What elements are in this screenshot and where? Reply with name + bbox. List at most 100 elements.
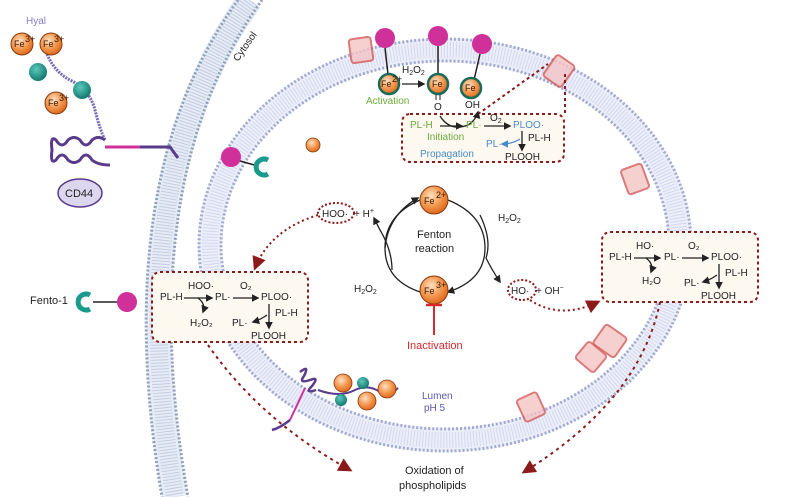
lumen-label-1: Lumen [422,391,453,402]
initiation-label: Initiation [427,132,464,143]
pl-radical-regen: PL· [486,139,502,150]
svg-text:PL·: PL· [664,252,680,263]
svg-text:+ OH−: + OH− [536,285,564,297]
svg-text:PLOO·: PLOO· [261,292,292,303]
membrane-anchor-icon [472,34,492,54]
svg-text:PLOOH: PLOOH [251,331,286,342]
initiation-propagation-box: PL-H PL· O2 PLOO· PL-H PL· PLOOH Initiat… [401,63,566,163]
svg-text:3+: 3+ [436,280,446,290]
svg-text:Fe: Fe [48,98,59,108]
iron-bead [377,379,397,399]
chelator-icon [253,156,270,178]
svg-text:PLOO·: PLOO· [711,252,742,263]
h2o2-right-label: H2O2 [498,213,521,225]
svg-text:Fe: Fe [424,286,435,296]
svg-text:PL·: PL· [215,292,231,303]
iron-fe3-bead: Fe 3+ [39,32,64,56]
h2o2-left-label: H2O2 [354,284,377,296]
svg-text:H₂O: H₂O [642,276,661,287]
svg-text:Fe: Fe [43,39,54,49]
cd44-label: CD44 [65,188,93,200]
iron-bead [333,373,353,393]
fe-hydroxo-icon: Fe [459,76,483,100]
teal-bead [73,81,91,99]
inactivation-label: Inactivation [407,340,463,352]
svg-text:3+: 3+ [25,34,35,44]
svg-text:PL·: PL· [232,318,248,329]
plasma-membrane [144,0,264,497]
iron-bead [357,391,377,411]
o2-label: O2 [490,113,502,125]
svg-text:2+: 2+ [392,74,402,84]
svg-text:Fe: Fe [14,39,25,49]
svg-text:O₂: O₂ [240,281,252,292]
teal-bead [29,63,47,81]
svg-text:Fe: Fe [381,79,392,89]
fento1-chelator-icon [75,291,92,313]
svg-text:PLOOH: PLOOH [701,291,736,302]
membrane-anchor-icon [117,292,137,312]
teal-bead [335,394,347,406]
svg-text:H₂O₂: H₂O₂ [190,318,213,329]
svg-text:3+: 3+ [54,34,64,44]
fenton-label-2: reaction [415,243,454,255]
svg-text:HOO·: HOO· [322,209,348,220]
pl-radical: PL· [466,120,482,131]
h2o2-label: H2O2 [402,65,425,77]
lumen-label-2: pH 5 [424,403,446,414]
fe-oxo-icon: Fe [426,72,450,96]
ploo-radical: PLOO· [513,120,544,131]
ho-radical-group: HO· + OH− [507,279,601,314]
svg-text:Fe: Fe [424,196,435,206]
hoo-radical-group: HOO· + H+ [252,202,374,271]
right-peroxidation-box: PL-H HO· H₂O PL· O₂ PLOO· PL-H PL· PLOOH [601,231,759,303]
fe2-ion-icon: Fe 2+ [419,185,449,215]
cd44-receptor [50,136,111,167]
cd44-ellipse [57,178,103,208]
membrane-anchor-icon [428,26,448,46]
activation-group: Fe 2+ H2O2 Fe O Fe OH Activation [366,26,492,113]
fe3-ion-icon: Fe 3+ [419,275,449,305]
oxidation-label-1: Oxidation of [405,465,465,477]
plooh-label: PLOOH [505,152,540,163]
lumen-hyal-complex [271,367,399,432]
oh-label: OH [465,100,480,111]
free-iron-icon [305,137,321,153]
svg-text:Fe: Fe [465,83,476,93]
iron-fe3-bead: Fe 3+ [10,32,35,56]
fe2-activated-icon: Fe 2+ [377,72,402,96]
svg-text:+ H+: + H+ [354,208,374,220]
membrane-anchor-icon [221,147,241,167]
oxidized-lipid-patches [347,35,650,423]
svg-text:PL·: PL· [684,278,700,289]
fenton-cycle: Fe 2+ Fe 3+ Fenton reaction H2O2 H2O2 In… [354,185,521,352]
svg-text:HO·: HO· [511,286,529,297]
fento1-label: Fento-1 [30,295,68,307]
svg-text:O₂: O₂ [688,241,700,252]
pl-h-propagation: PL-H [528,133,551,144]
svg-text:PL-H: PL-H [725,268,748,279]
fento1-anchor: Fento-1 [30,291,137,313]
svg-text:HOO·: HOO· [188,281,214,292]
propagation-label: Propagation [420,149,474,160]
svg-text:PL-H: PL-H [160,292,183,303]
svg-text:PL-H: PL-H [609,252,632,263]
oxo-label: O [434,102,442,113]
hyaluronan-cd44-complex: Hyal Fe 3+ Fe 3+ Fe 3+ CD44 [10,16,180,208]
right-oxidation-arrow [521,301,661,474]
svg-text:Fe: Fe [432,79,443,89]
oxidation-label-2: phospholipids [399,480,467,492]
membrane-anchor-icon [375,28,395,48]
activation-label: Activation [366,96,409,107]
teal-bead [357,377,369,389]
fenton-label-1: Fenton [417,229,451,241]
lysosome-fento1-anchor [221,147,270,178]
svg-text:2+: 2+ [436,190,446,200]
pl-h-initial: PL-H [410,120,433,131]
hyal-label: Hyal [26,16,46,27]
svg-text:HO·: HO· [636,241,654,252]
left-peroxidation-box: PL-H HOO· H₂O₂ PL· O₂ PLOO· PL-H PL· PLO… [151,271,309,343]
iron-fe3-bead: Fe 3+ [44,91,69,115]
svg-text:3+: 3+ [59,93,69,103]
